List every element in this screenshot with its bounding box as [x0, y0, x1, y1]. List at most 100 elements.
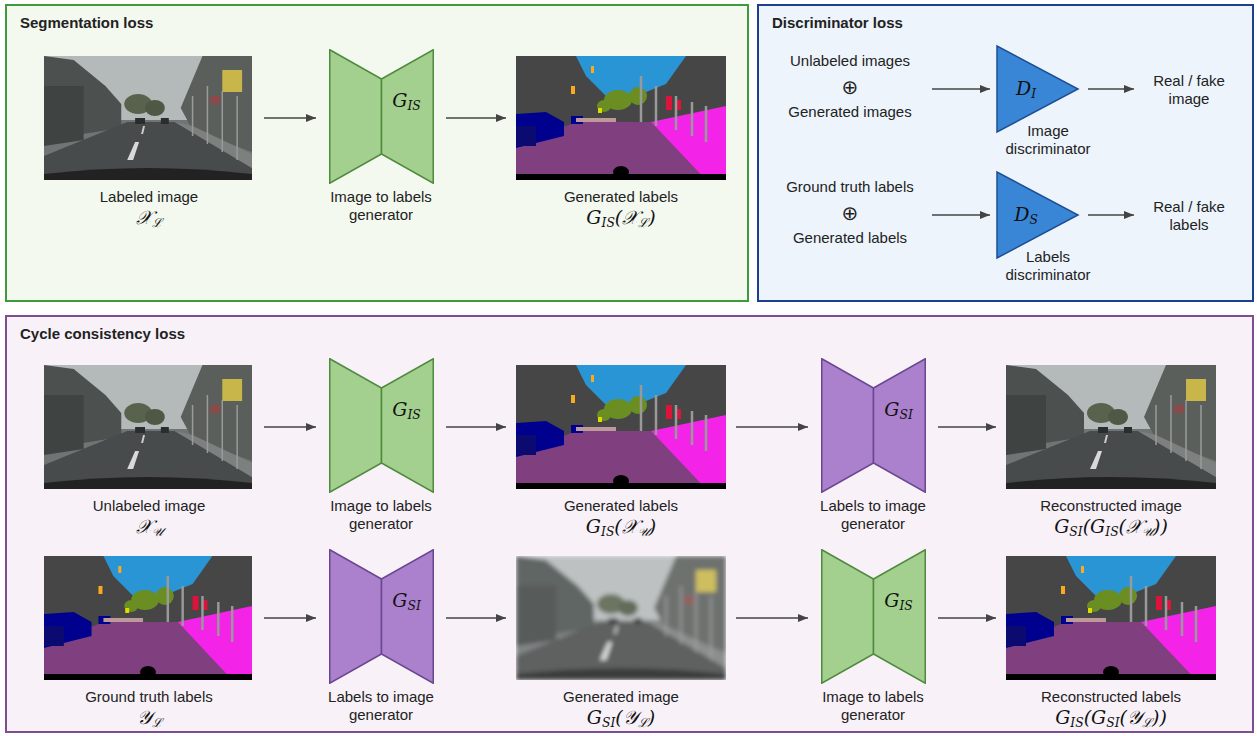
text-holder: Image to labels generator — [808, 688, 938, 724]
flow-arrow — [938, 426, 996, 428]
discriminator-io-label: Generated labels — [775, 229, 925, 247]
flow-arrow — [736, 426, 808, 428]
math-label: GSI — [385, 589, 429, 611]
math-label: DS — [1004, 203, 1048, 225]
math-label: 𝒴ℒ — [34, 706, 264, 728]
caption: Generated labels — [506, 188, 736, 206]
text-holder: ⊕ — [775, 76, 925, 99]
street-photo — [1006, 365, 1216, 489]
panel-title: Cycle consistency loss — [20, 325, 185, 343]
math-label: DI — [1004, 77, 1048, 99]
text-holder: Generated labels — [775, 229, 925, 247]
math-label: 𝒳ℒ — [34, 206, 264, 228]
image-node: Generated labelsGIS(𝒳ℒ) — [506, 56, 736, 231]
generator-shape — [329, 49, 434, 184]
illustration-part — [44, 365, 252, 489]
image-node: Unlabeled image𝒳𝒰 — [34, 365, 264, 540]
text-holder: DI — [1004, 77, 1048, 99]
encoder-trapezoid — [821, 359, 873, 493]
decoder-trapezoid — [381, 50, 433, 184]
discriminator-io-label: ⊕ — [775, 76, 925, 99]
discriminator-shape — [990, 44, 1090, 134]
segmentation-map — [516, 56, 726, 180]
generator-node: GSI Labels to image generator — [808, 358, 938, 536]
text-holder: Real / fake image — [1140, 72, 1238, 108]
text-holder: Real / fake labels — [1140, 198, 1238, 234]
flow-arrow — [446, 426, 506, 428]
loss-panel: Discriminator lossDIImage discriminatorD… — [757, 4, 1254, 302]
encoder-trapezoid — [329, 550, 381, 684]
encoder-trapezoid — [821, 550, 873, 684]
panel-fill — [5, 4, 749, 302]
text-holder: Ground truth labels — [775, 178, 925, 196]
math-label: GSI — [877, 398, 921, 420]
input-arrow — [932, 88, 990, 90]
illustration-part — [44, 556, 252, 680]
flow-arrow — [446, 117, 506, 119]
text-holder: Reconstructed imageGSI(GIS(𝒳𝒰)) — [996, 497, 1226, 537]
flow-arrow — [736, 617, 808, 619]
caption: Image discriminator — [998, 122, 1098, 158]
decoder-trapezoid — [873, 359, 925, 493]
panel-title-holder: Segmentation loss — [20, 14, 153, 32]
text-holder: Unlabeled images — [775, 52, 925, 70]
illustration-part — [44, 56, 252, 180]
caption: Generated labels — [506, 497, 736, 515]
image-node: Ground truth labels𝒴ℒ — [34, 556, 264, 731]
discriminator-io-label: Unlabeled images — [775, 52, 925, 70]
discriminator-triangle — [997, 46, 1078, 132]
text-holder: Image to labels generator — [316, 497, 446, 533]
text-holder: GIS — [385, 398, 429, 420]
generator-node: GIS Image to labels generator — [316, 358, 446, 536]
text-holder: Unlabeled image𝒳𝒰 — [34, 497, 264, 537]
discriminator-shape — [990, 170, 1090, 260]
caption: Image to labels generator — [316, 497, 446, 533]
illustration-part — [516, 556, 726, 680]
math-label: GIS(𝒳𝒰) — [506, 515, 736, 537]
output-arrow — [1088, 214, 1134, 216]
discriminator-node: DSLabels discriminator — [990, 170, 1106, 287]
decoder-trapezoid — [873, 550, 925, 684]
illustration-part — [516, 365, 726, 489]
math-label: GIS — [385, 398, 429, 420]
discriminator-io-label: Generated images — [775, 103, 925, 121]
text-holder: GSI — [877, 398, 921, 420]
text-holder: Ground truth labels𝒴ℒ — [34, 688, 264, 728]
output-arrow — [1088, 88, 1134, 90]
generator-shape — [329, 549, 434, 684]
text-holder: Reconstructed labelsGIS(GSI(𝒴ℒ)) — [996, 688, 1226, 728]
illustration-part — [1006, 556, 1216, 680]
text-holder: Generated images — [775, 103, 925, 121]
math-label: 𝒳𝒰 — [34, 515, 264, 537]
panel-title: Segmentation loss — [20, 14, 153, 32]
text-holder: Labeled image𝒳ℒ — [34, 188, 264, 228]
generated-photo — [516, 556, 726, 680]
text-holder: DS — [1004, 203, 1048, 225]
segmentation-map — [44, 556, 252, 680]
text-holder: GIS — [385, 89, 429, 111]
text-holder: Generated imageGSI(𝒴ℒ) — [506, 688, 736, 728]
loss-panel: Segmentation lossLabeled image𝒳ℒGISImage… — [5, 4, 749, 302]
text-holder: Image discriminator — [998, 122, 1098, 158]
segmentation-map — [516, 365, 726, 489]
text-holder: Generated labelsGIS(𝒳ℒ) — [506, 188, 736, 228]
panel-title-holder: Cycle consistency loss — [20, 325, 185, 343]
math-label: GIS — [877, 589, 921, 611]
discriminator-triangle — [997, 172, 1078, 258]
flow-arrow — [264, 426, 316, 428]
generator-node: GSILabels to image generator — [316, 549, 446, 727]
math-label: GIS — [385, 89, 429, 111]
encoder-trapezoid — [329, 359, 381, 493]
street-photo — [44, 56, 252, 180]
math-label: GIS(GSI(𝒴ℒ)) — [996, 706, 1226, 728]
caption: Generated image — [506, 688, 736, 706]
generator-shape — [329, 358, 434, 493]
caption: Reconstructed image — [996, 497, 1226, 515]
street-photo — [44, 365, 252, 489]
discriminator-node: DI Image discriminator — [990, 44, 1106, 161]
discriminator-io-label: ⊕ — [775, 202, 925, 225]
text-holder: Labels to image generator — [808, 497, 938, 533]
